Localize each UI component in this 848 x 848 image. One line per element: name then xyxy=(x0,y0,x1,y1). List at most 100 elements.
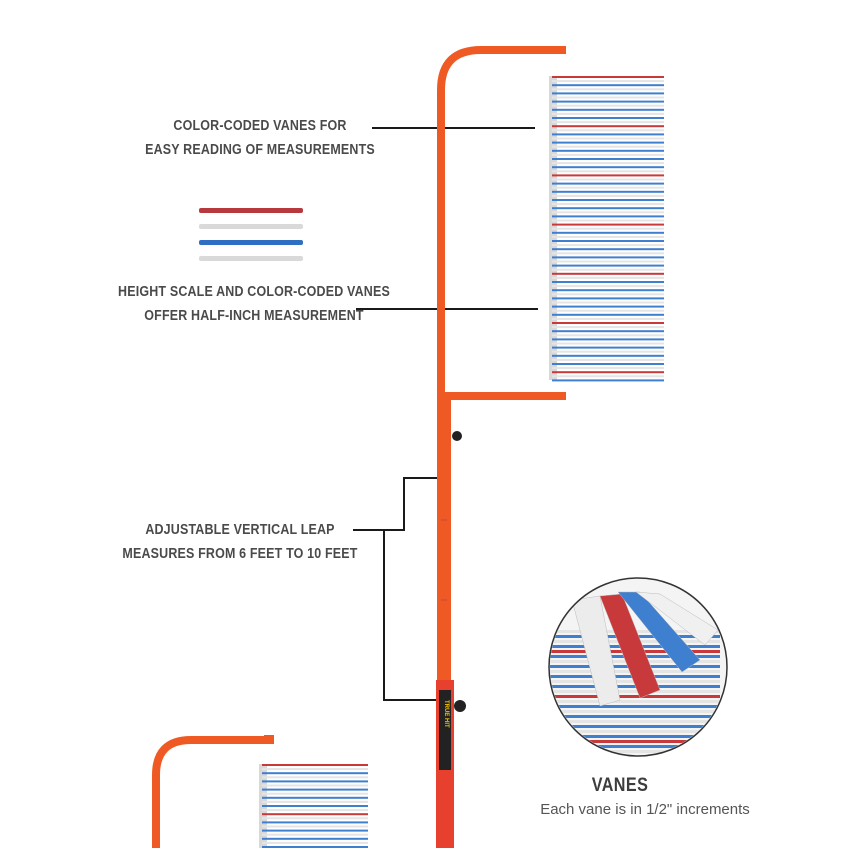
vane-swatch xyxy=(199,208,303,261)
zoom-vane xyxy=(550,725,720,728)
vane xyxy=(552,133,664,136)
vane xyxy=(552,313,664,316)
vane xyxy=(262,784,368,787)
vane xyxy=(552,342,664,345)
zoom-vane xyxy=(550,735,720,738)
vane xyxy=(262,833,368,836)
vane xyxy=(262,800,368,803)
vane xyxy=(262,796,368,799)
vane xyxy=(262,825,368,828)
vane xyxy=(552,305,664,308)
vane xyxy=(262,837,368,840)
callout-color-coded-line1: COLOR-CODED VANES FOR xyxy=(173,118,347,134)
vane xyxy=(552,346,664,349)
vane xyxy=(552,272,664,275)
vanes-title: VANES xyxy=(591,775,649,796)
vane xyxy=(552,363,664,365)
vane xyxy=(262,817,368,820)
vane xyxy=(552,211,664,214)
vane xyxy=(552,178,664,181)
vane xyxy=(552,125,664,128)
vane xyxy=(552,80,664,83)
zoom-fanned-vane xyxy=(571,595,621,707)
vane xyxy=(262,805,368,807)
vane xyxy=(552,281,664,283)
vane xyxy=(552,354,664,357)
callout-height-scale-line1: HEIGHT SCALE AND COLOR-CODED VANES xyxy=(118,284,390,300)
zoom-vane xyxy=(550,740,720,743)
vane xyxy=(552,289,664,292)
vane xyxy=(552,240,664,242)
callout-height-scale: HEIGHT SCALE AND COLOR-CODED VANES OFFER… xyxy=(108,280,400,328)
vane xyxy=(552,317,664,320)
vane xyxy=(552,108,664,111)
vane xyxy=(552,248,664,251)
vane xyxy=(552,141,664,144)
vane xyxy=(262,780,368,783)
vane xyxy=(552,358,664,361)
callout-height-scale-line2: OFFER HALF-INCH MEASUREMENT xyxy=(144,308,364,324)
vane xyxy=(552,326,664,329)
vane xyxy=(262,809,368,812)
vane xyxy=(552,76,664,78)
vanes-zoom-circle xyxy=(548,577,728,757)
vane xyxy=(552,231,664,234)
vane xyxy=(552,330,664,333)
vane xyxy=(552,186,664,189)
zoom-vane xyxy=(550,685,720,688)
vane xyxy=(552,129,664,132)
zoom-vane xyxy=(550,745,720,748)
vane xyxy=(552,260,664,263)
vane xyxy=(552,194,664,197)
vane xyxy=(552,84,664,87)
vane xyxy=(552,223,664,226)
vane xyxy=(552,371,664,374)
vane xyxy=(552,297,664,300)
vane xyxy=(552,149,664,152)
callout-line-adjustable-top xyxy=(353,477,440,531)
main-frame: TRUE HIT xyxy=(436,46,566,848)
zoom-vane xyxy=(550,695,720,698)
vane xyxy=(552,285,664,288)
callout-line-adjustable-bottom xyxy=(383,530,440,701)
vane xyxy=(262,821,368,824)
vane xyxy=(552,174,664,177)
vane xyxy=(262,813,368,816)
vane xyxy=(552,88,664,91)
vane xyxy=(262,764,368,766)
vane xyxy=(262,788,368,791)
vane xyxy=(262,846,368,848)
zoom-vane xyxy=(550,700,720,703)
vane xyxy=(552,301,664,304)
zoom-vane xyxy=(550,705,720,708)
vane xyxy=(552,235,664,238)
vane xyxy=(552,170,664,173)
vane xyxy=(262,829,368,832)
vane xyxy=(552,112,664,115)
callout-adjustable: ADJUSTABLE VERTICAL LEAP MEASURES FROM 6… xyxy=(120,518,361,566)
vane xyxy=(552,92,664,95)
vane xyxy=(262,792,368,795)
vane xyxy=(552,264,664,267)
vane xyxy=(262,776,368,779)
vane xyxy=(552,268,664,271)
vane xyxy=(552,244,664,247)
zoom-fanned-vane xyxy=(617,591,701,673)
vane xyxy=(552,158,664,160)
vane xyxy=(552,227,664,230)
vane xyxy=(552,379,664,382)
secondary-unit xyxy=(152,735,368,848)
vane xyxy=(552,203,664,206)
zoom-vane xyxy=(550,730,720,733)
vane xyxy=(552,322,664,324)
vane xyxy=(552,252,664,255)
vane xyxy=(552,350,664,353)
vane xyxy=(552,293,664,296)
vane xyxy=(552,100,664,103)
vanes-subtitle: Each vane is in 1/2" increments xyxy=(540,801,750,818)
zoom-vane xyxy=(550,710,720,713)
zoom-vane xyxy=(550,750,720,753)
vane xyxy=(552,256,664,259)
vane xyxy=(552,338,664,341)
vane xyxy=(552,276,664,279)
